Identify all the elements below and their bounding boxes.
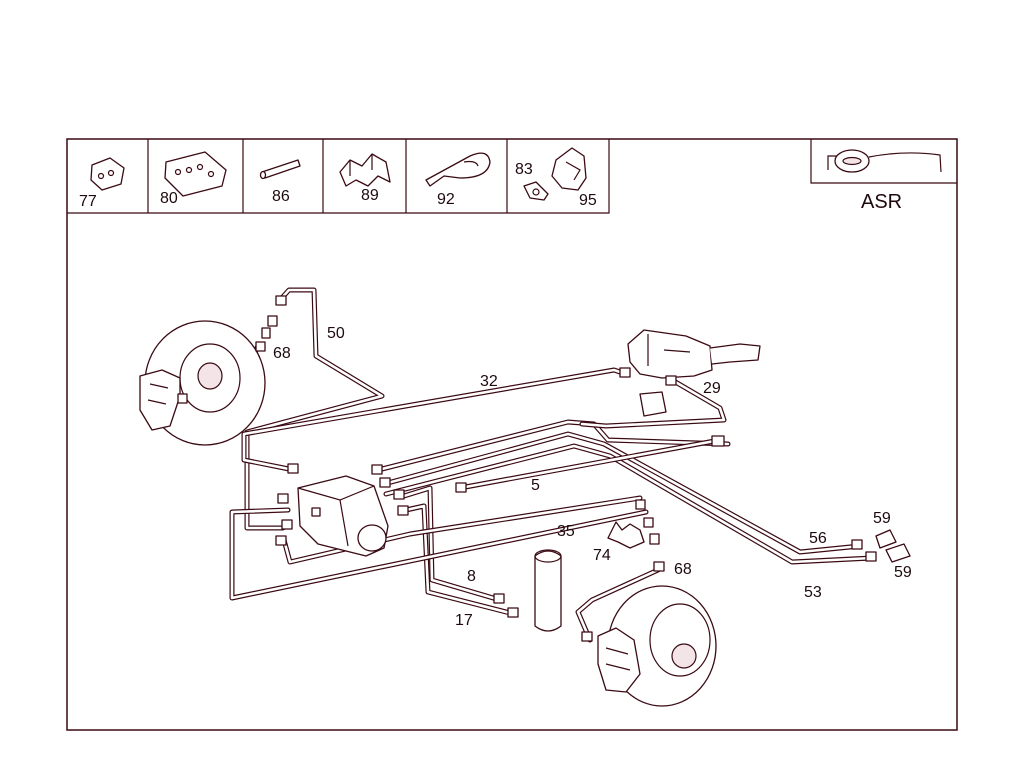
callout-32: 32 xyxy=(480,373,498,390)
variant-label: ASR xyxy=(861,191,902,213)
callout-59-upper: 59 xyxy=(873,510,891,527)
legend-label-89: 89 xyxy=(361,187,379,204)
callout-8: 8 xyxy=(467,568,476,585)
brake-pipes xyxy=(183,287,875,643)
legend-label-95: 95 xyxy=(579,192,597,209)
callout-68-lower: 68 xyxy=(674,561,692,578)
part-83-icon xyxy=(523,181,549,201)
variant-box: ASR xyxy=(810,139,957,213)
callout-5: 5 xyxy=(531,477,540,494)
legend-strip: 77 80 86 89 92 83 95 xyxy=(67,139,610,214)
accumulator xyxy=(534,549,562,632)
steering-wheel-icon xyxy=(827,149,942,173)
part-89-icon xyxy=(339,153,391,187)
legend-label-77: 77 xyxy=(79,193,97,210)
bracket xyxy=(607,521,645,549)
hydraulic-unit xyxy=(297,475,389,557)
callout-17: 17 xyxy=(455,612,473,629)
callout-59-lower: 59 xyxy=(894,564,912,581)
front-left-brake-assembly xyxy=(139,320,266,446)
plug-59-upper xyxy=(875,529,897,549)
callouts: 50 68 32 29 5 35 74 68 8 17 56 59 53 59 xyxy=(273,325,912,629)
part-95-icon xyxy=(551,147,587,191)
master-cylinder xyxy=(627,329,761,417)
callout-29: 29 xyxy=(703,380,721,397)
legend-label-80: 80 xyxy=(160,190,178,207)
rear-right-brake-assembly xyxy=(597,585,717,707)
legend-label-83: 83 xyxy=(515,161,533,178)
callout-53: 53 xyxy=(804,584,822,601)
legend-label-92: 92 xyxy=(437,191,455,208)
plug-59-lower xyxy=(885,543,911,563)
part-86-icon xyxy=(259,159,301,180)
callout-56: 56 xyxy=(809,530,827,547)
pipe-fittings xyxy=(177,295,877,642)
callout-74: 74 xyxy=(593,547,611,564)
part-92-icon xyxy=(425,152,491,187)
callout-35: 35 xyxy=(557,523,575,540)
legend-label-86: 86 xyxy=(272,188,290,205)
callout-68-upper: 68 xyxy=(273,345,291,362)
callout-50: 50 xyxy=(327,325,345,342)
part-77-icon xyxy=(90,157,125,191)
diagram-frame xyxy=(66,138,958,731)
part-80-icon xyxy=(164,151,227,197)
